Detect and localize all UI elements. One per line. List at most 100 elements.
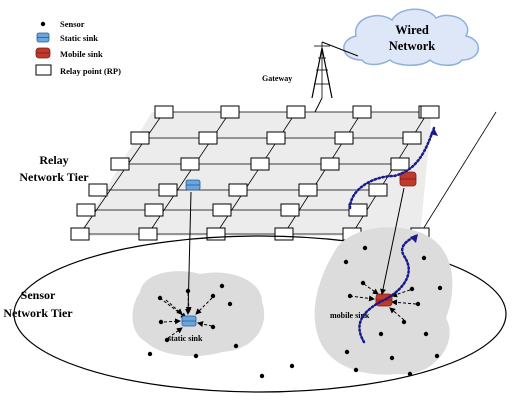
wired-network-cloud: Wired Network xyxy=(343,8,479,66)
sensor-node xyxy=(344,349,350,355)
relay-point-box xyxy=(198,131,218,145)
grid-column-line xyxy=(419,111,497,235)
sensor-link xyxy=(389,307,405,321)
static-sink-icon xyxy=(36,32,50,43)
relay-point-box xyxy=(88,183,108,197)
relay-point-box xyxy=(298,183,318,197)
relay-point-box xyxy=(154,105,174,119)
sensor-node xyxy=(147,351,153,357)
relay-point-box xyxy=(368,183,388,197)
relay-point-box xyxy=(70,227,90,241)
sensor-nodes xyxy=(147,245,443,379)
sensor-node xyxy=(343,259,349,265)
sensor-node xyxy=(434,353,440,359)
relay-point-box xyxy=(352,105,372,119)
relay-point-box xyxy=(390,157,410,171)
relay-point-box xyxy=(110,157,130,171)
relay-point-box xyxy=(402,131,422,145)
relay-point-box xyxy=(228,183,248,197)
sensor-link xyxy=(159,297,187,319)
relay-point-box xyxy=(274,227,294,241)
sensor-node xyxy=(158,319,164,325)
sensor-node xyxy=(210,324,216,330)
relay-point-box xyxy=(138,227,158,241)
sensor-link xyxy=(163,318,181,325)
static-sink-uplink xyxy=(185,191,192,315)
relay-trajectory-arrowhead xyxy=(430,128,438,136)
relay-mobile-sink-icon xyxy=(399,171,417,187)
sensor-node xyxy=(157,295,163,301)
sensor-node xyxy=(415,301,421,307)
sensor-node xyxy=(401,319,407,325)
mobile-sink-uplink xyxy=(380,187,405,295)
legend-mobile-sink-label: Mobile sink xyxy=(60,49,103,59)
static-sink-label: static sink xyxy=(168,334,203,343)
sensor-tier-label-line1: Sensor xyxy=(21,288,56,302)
sensor-link xyxy=(195,297,213,315)
sensor-node xyxy=(233,343,239,349)
sensor-node xyxy=(360,280,366,286)
gateway-label: Gateway xyxy=(262,74,292,83)
static-sink-icon xyxy=(181,315,197,327)
sensor-link xyxy=(391,299,417,306)
cloud-label-line2: Network xyxy=(389,39,436,53)
sensor-link xyxy=(185,292,192,313)
relay-point-box xyxy=(158,183,178,197)
static-sink-region xyxy=(132,271,265,357)
relay-point-box xyxy=(180,157,200,171)
cloud-shape xyxy=(343,8,479,66)
sensor-node xyxy=(164,337,170,343)
sensor-node xyxy=(347,293,353,299)
sensor-node xyxy=(437,285,443,291)
relay-point-box xyxy=(320,157,340,171)
relay-point-box xyxy=(130,131,150,145)
relay-tier-label-line2: Network Tier xyxy=(19,170,89,184)
mobile-sink-label: mobile sink xyxy=(330,311,370,320)
relay-point-box xyxy=(348,203,368,217)
relay-point-box xyxy=(212,203,232,217)
sensor-node xyxy=(289,363,295,369)
sensor-node xyxy=(409,286,415,292)
cloud-label-line1: Wired xyxy=(395,23,429,37)
sensor-tier-boundary xyxy=(13,235,507,393)
relay-point-box xyxy=(220,105,240,119)
sensor-link xyxy=(197,321,213,327)
sensor-node xyxy=(185,288,191,294)
sensor-link xyxy=(167,327,183,339)
relay-point-box xyxy=(286,105,306,119)
sensor-node xyxy=(362,245,368,251)
legend-static-sink-label: Static sink xyxy=(60,33,98,43)
sensor-tier-label-line2: Network Tier xyxy=(3,306,73,320)
sensor-node xyxy=(423,331,429,337)
relay-static-sink-icon xyxy=(185,179,201,191)
sensor-node xyxy=(193,353,199,359)
sensor-link xyxy=(165,299,183,315)
legend-relay-point-label: Relay point (RP) xyxy=(60,66,121,76)
relay-point-box xyxy=(250,157,270,171)
sensor-link xyxy=(363,283,379,295)
relay-point-box xyxy=(76,203,96,217)
relay-point-box xyxy=(266,131,286,145)
sensor-trajectory-arrowhead xyxy=(410,234,418,243)
relay-point-box xyxy=(280,203,300,217)
relay-trajectory xyxy=(348,126,436,210)
sensor-node xyxy=(353,367,359,373)
relay-point-icon xyxy=(35,64,52,76)
sensor-node xyxy=(421,255,427,261)
relay-point-box xyxy=(334,131,354,145)
sensor-icon xyxy=(40,21,46,27)
relay-tier-label-line1: Relay xyxy=(39,153,68,167)
mobile-sink-icon xyxy=(35,47,51,59)
sensor-node xyxy=(219,283,225,289)
sensor-node xyxy=(407,371,413,377)
sensor-node xyxy=(259,373,265,379)
sensor-node xyxy=(227,301,233,307)
sensor-node xyxy=(389,355,395,361)
legend: Sensor Static sink Mobile sink Relay poi… xyxy=(35,19,121,76)
sensor-node xyxy=(210,293,216,299)
static-sink-cluster: static sink xyxy=(159,292,213,343)
sensor-link xyxy=(391,289,411,298)
sensor-link xyxy=(349,295,375,302)
